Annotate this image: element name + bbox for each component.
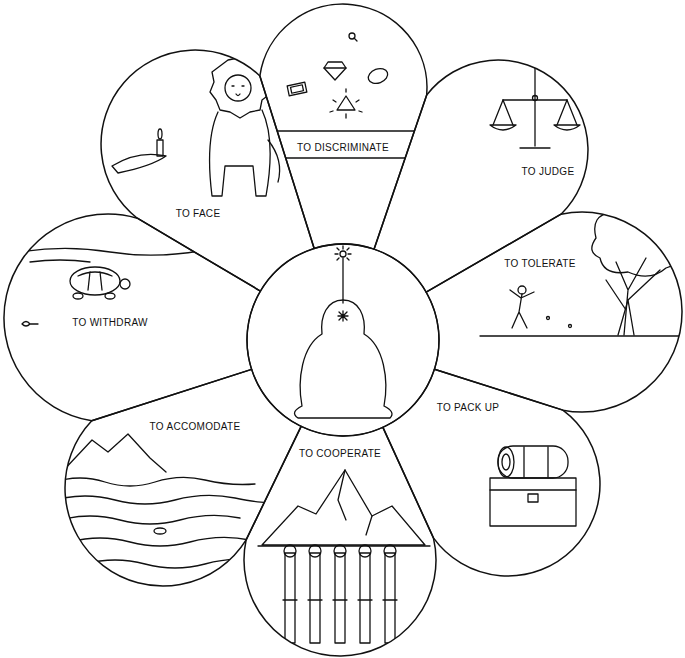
label-anchor: TO COOPERATE bbox=[299, 443, 381, 461]
petal-outline bbox=[424, 210, 684, 414]
petal: TO TOLERATE bbox=[424, 210, 684, 414]
centre-circle bbox=[247, 244, 439, 436]
petal-outline bbox=[372, 58, 590, 295]
label-anchor: TO ACCOMODATE bbox=[150, 416, 241, 434]
petal-outline bbox=[260, 4, 427, 249]
gem bbox=[337, 96, 355, 110]
petal-label: TO JUDGE bbox=[522, 166, 575, 178]
bedroll-picture bbox=[490, 446, 576, 526]
label-anchor: TO DISCRIMINATE bbox=[297, 137, 389, 155]
petal: TO COOPERATE bbox=[242, 424, 438, 658]
petal-outline bbox=[374, 60, 588, 292]
tree-picture bbox=[480, 200, 684, 336]
gems-picture bbox=[240, 33, 450, 158]
mountain-picture bbox=[258, 470, 430, 643]
gem bbox=[324, 62, 346, 80]
petal-outline bbox=[244, 426, 436, 656]
petal-label: TO COOPERATE bbox=[299, 448, 381, 460]
petal-label: TO TOLERATE bbox=[504, 258, 575, 270]
petal-label: TO FACE bbox=[176, 208, 221, 220]
petal: TO PACK UP bbox=[380, 367, 602, 578]
petal-outline bbox=[257, 2, 429, 252]
petal-outline bbox=[383, 369, 600, 576]
lens bbox=[354, 38, 357, 41]
petal-label: TO PACK UP bbox=[437, 402, 500, 414]
lion-picture bbox=[112, 58, 280, 196]
petal-outline bbox=[63, 367, 304, 588]
petal: TO ACCOMODATE bbox=[63, 367, 304, 588]
gem bbox=[324, 67, 346, 68]
petal-outline bbox=[4, 214, 260, 421]
label-anchor: TO FACE bbox=[176, 203, 221, 221]
petal-outline bbox=[101, 50, 314, 291]
petal-outline bbox=[99, 48, 317, 294]
gem bbox=[291, 85, 304, 93]
petal: TO FACE bbox=[99, 48, 317, 294]
petal: TO DISCRIMINATE bbox=[257, 2, 429, 252]
petal-outline bbox=[242, 424, 438, 658]
petal-outline bbox=[65, 369, 301, 586]
petal: TO WITHDRAW bbox=[2, 212, 263, 424]
band-line bbox=[240, 130, 450, 131]
gem bbox=[366, 66, 390, 86]
petal-label: TO WITHDRAW bbox=[72, 317, 148, 329]
label-anchor: TO TOLERATE bbox=[504, 253, 575, 271]
centre-figure bbox=[247, 244, 439, 436]
river-picture bbox=[55, 434, 270, 568]
petal: TO JUDGE bbox=[372, 58, 590, 295]
scales-picture bbox=[490, 55, 580, 148]
label-anchor: TO WITHDRAW bbox=[72, 312, 148, 330]
petal-label: TO ACCOMODATE bbox=[150, 421, 241, 433]
petal-label: TO DISCRIMINATE bbox=[297, 142, 389, 154]
gem bbox=[287, 82, 307, 96]
petal-outline bbox=[380, 367, 602, 578]
label-anchor: TO JUDGE bbox=[522, 161, 575, 179]
petal-outline bbox=[426, 212, 682, 412]
label-anchor: TO PACK UP bbox=[437, 397, 500, 415]
petal-outline bbox=[2, 212, 263, 424]
turtle-picture bbox=[8, 248, 215, 326]
band-line bbox=[240, 157, 450, 158]
sparkle bbox=[330, 89, 362, 118]
